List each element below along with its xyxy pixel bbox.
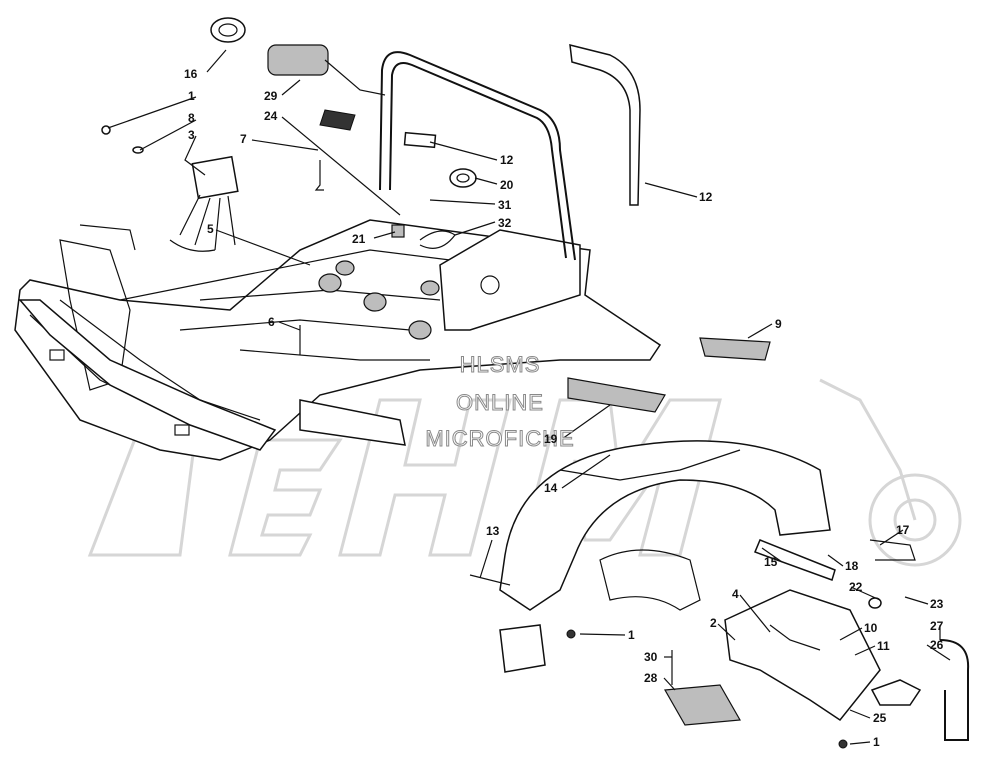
callout-12-right: 12 (699, 190, 713, 204)
callout-16: 16 (184, 67, 198, 81)
callout-14: 14 (544, 481, 558, 495)
callout-19: 19 (544, 432, 558, 446)
callout-1-top: 1 (188, 89, 195, 103)
callout-3: 3 (188, 128, 195, 142)
callout-15: 15 (764, 555, 778, 569)
callout-25: 25 (873, 711, 887, 725)
callout-2: 2 (710, 616, 717, 630)
callout-12-upper: 12 (500, 153, 514, 167)
wiring-harness (169, 155, 239, 252)
callout-13: 13 (486, 524, 500, 538)
callout-1-bottom: 1 (873, 735, 880, 749)
callout-24: 24 (264, 109, 278, 123)
rear-fender (499, 337, 831, 611)
mount-plate (469, 574, 848, 749)
hardware-small (101, 125, 477, 355)
callout-6: 6 (268, 315, 275, 329)
callout-21: 21 (352, 232, 366, 246)
watermark-text: HLSMS ONLINE MICROFICHE (425, 352, 574, 452)
callout-29: 29 (264, 89, 278, 103)
callout-20: 20 (500, 178, 514, 192)
callout-1-mid: 1 (628, 628, 635, 642)
leader-lines (107, 49, 951, 745)
callout-9: 9 (775, 317, 782, 331)
callout-7: 7 (240, 132, 247, 146)
callout-22: 22 (849, 580, 863, 594)
solenoid-assembly (210, 17, 386, 131)
callout-10: 10 (864, 621, 878, 635)
callout-11: 11 (877, 639, 890, 653)
callout-17: 17 (896, 523, 910, 537)
callout-23: 23 (930, 597, 944, 611)
callout-30: 30 (644, 650, 658, 664)
callout-8: 8 (188, 111, 195, 125)
chassis-frame (14, 219, 662, 461)
callout-31: 31 (498, 198, 512, 212)
grab-strap (569, 44, 641, 206)
watermark-line-3: MICROFICHE (425, 426, 574, 451)
watermark-line-1: HLSMS (460, 352, 541, 377)
callout-28: 28 (644, 671, 658, 685)
watermark-line-2: ONLINE (456, 390, 544, 415)
callout-26: 26 (930, 638, 944, 652)
callout-18: 18 (845, 559, 859, 573)
callout-4: 4 (732, 587, 739, 601)
callout-5: 5 (207, 222, 214, 236)
fender-bracket (754, 539, 836, 581)
callout-27: 27 (930, 619, 944, 633)
hitch-bracket (724, 589, 922, 722)
handlebar-hoop (379, 51, 576, 261)
callout-32: 32 (498, 216, 512, 230)
callout-labels: 16 1 8 3 29 24 7 12 12 20 31 32 21 5 6 9… (184, 67, 944, 749)
